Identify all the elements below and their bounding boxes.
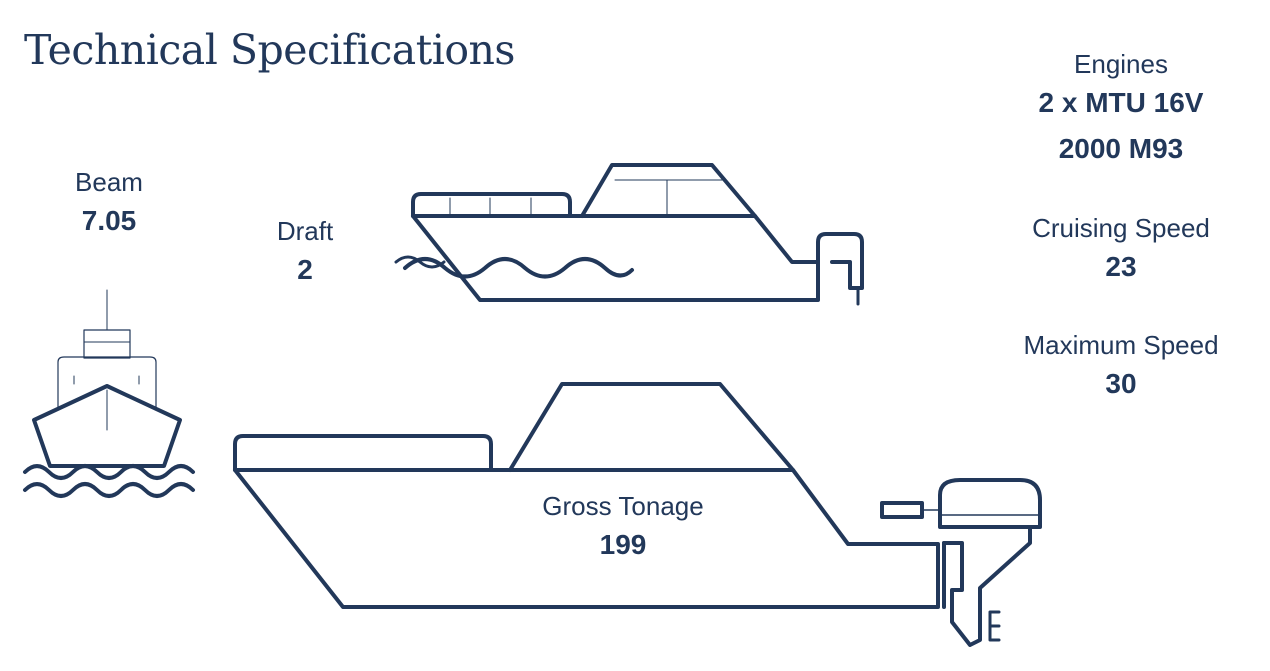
front-boat-icon bbox=[32, 289, 182, 468]
spec-value: 2 x MTU 16V bbox=[1038, 87, 1204, 118]
spec-draft: Draft 2 bbox=[240, 215, 370, 293]
spec-maximum-speed: Maximum Speed 30 bbox=[1000, 329, 1242, 407]
spec-label: Engines bbox=[1074, 49, 1168, 79]
spec-value: 30 bbox=[1105, 368, 1137, 399]
small-boat-icon bbox=[394, 163, 864, 306]
spec-beam: Beam 7.05 bbox=[34, 166, 184, 244]
spec-value: 199 bbox=[599, 529, 647, 560]
spec-engines: Engines 2 x MTU 16V 2000 M93 bbox=[1000, 48, 1242, 172]
spec-label: Draft bbox=[276, 216, 334, 246]
page-title: Technical Specifications bbox=[24, 26, 515, 74]
spec-value: 23 bbox=[1105, 251, 1137, 282]
spec-label: Gross Tonage bbox=[542, 491, 704, 521]
outboard-motor-icon bbox=[880, 478, 1042, 647]
large-boat-icon bbox=[233, 382, 940, 609]
spec-gross-tonnage: Gross Tonage 199 bbox=[500, 490, 746, 568]
spec-label: Cruising Speed bbox=[1032, 213, 1210, 243]
spec-value: 7.05 bbox=[81, 205, 137, 236]
spec-cruising-speed: Cruising Speed 23 bbox=[1000, 212, 1242, 290]
spec-value: 2000 M93 bbox=[1058, 133, 1184, 164]
spec-label: Beam bbox=[75, 167, 143, 197]
spec-label: Maximum Speed bbox=[1023, 330, 1219, 360]
spec-value: 2 bbox=[297, 254, 313, 285]
waves-icon bbox=[23, 464, 195, 498]
